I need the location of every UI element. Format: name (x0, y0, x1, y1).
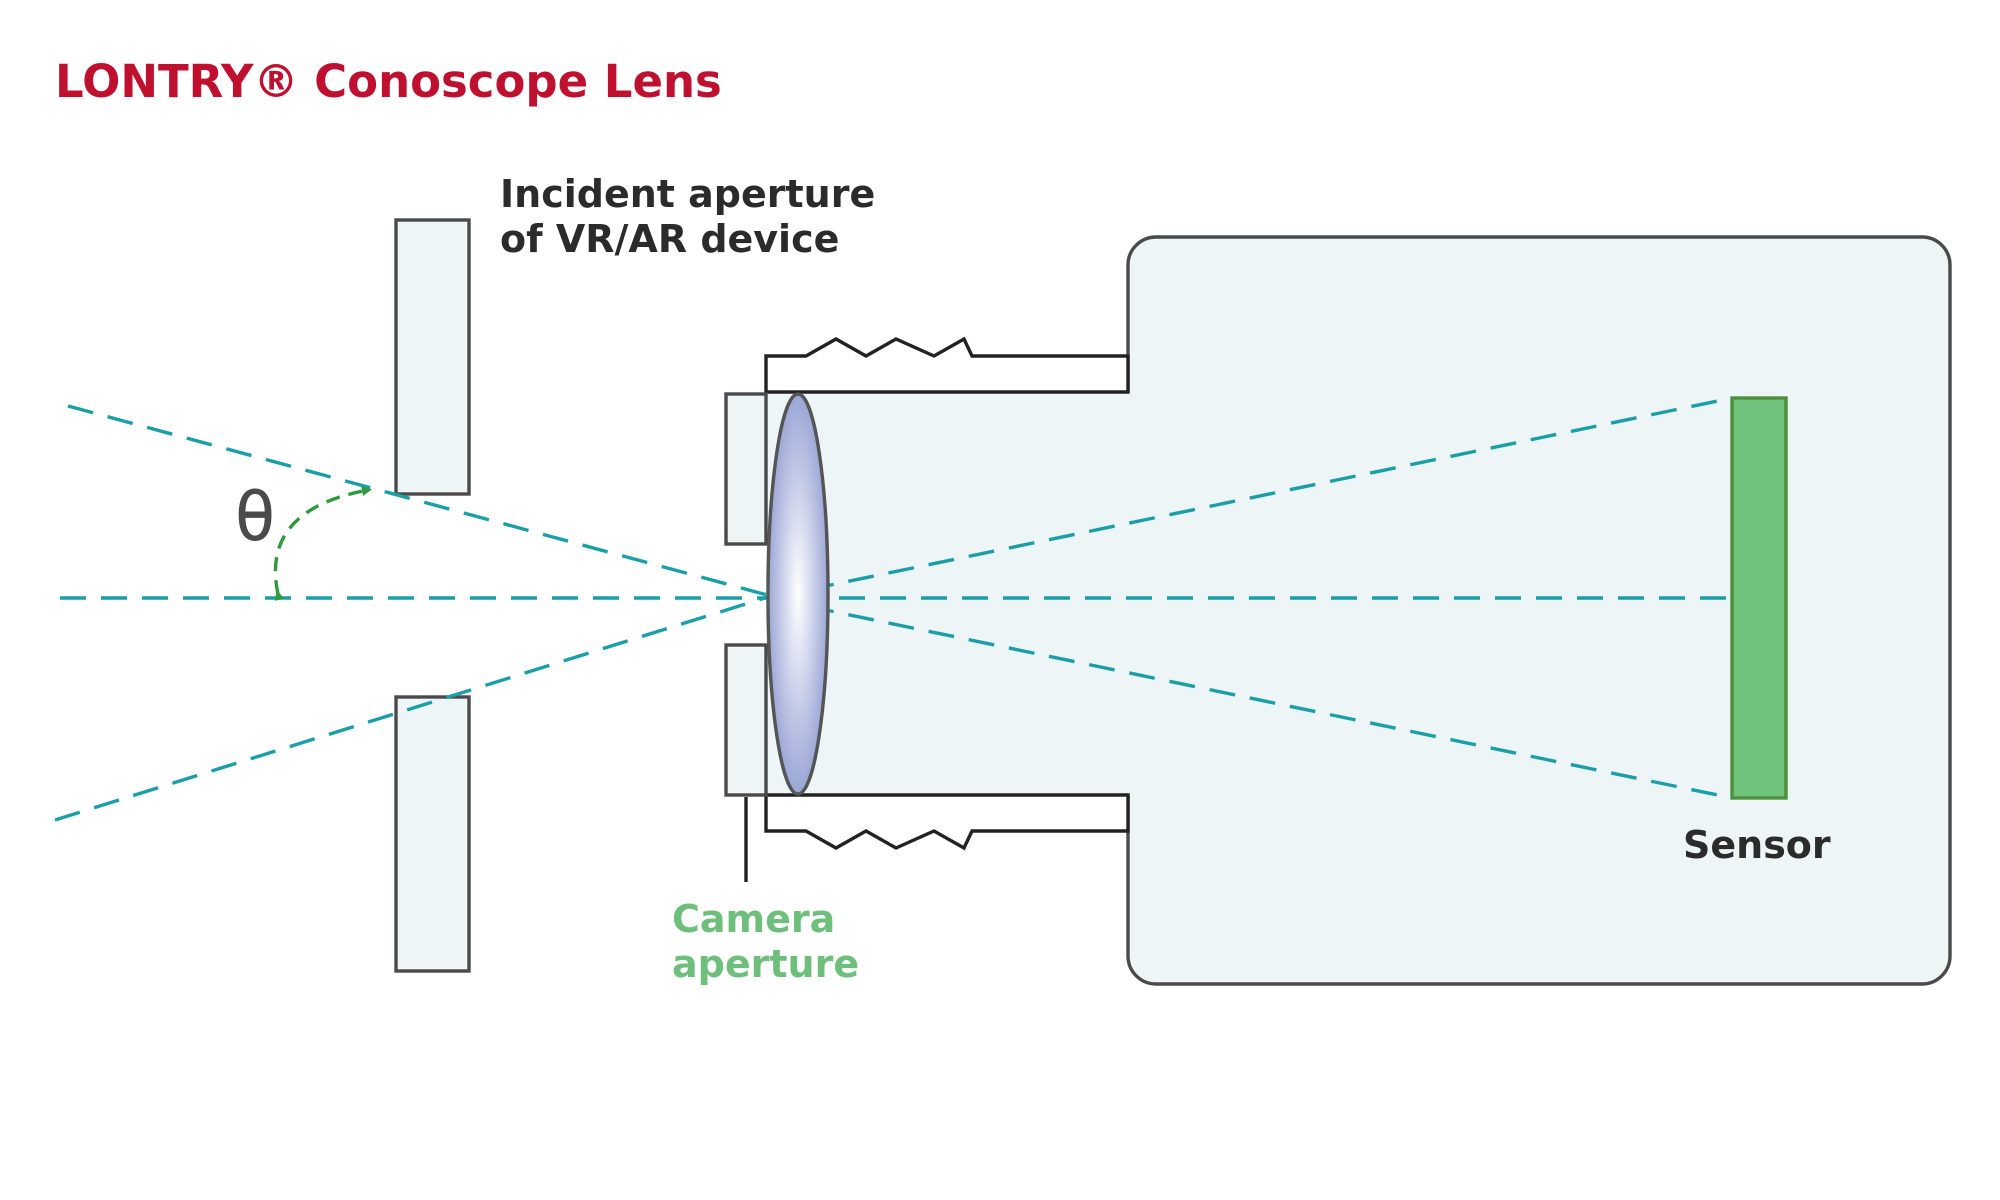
camera-aperture-label-line1: Camera (672, 897, 835, 941)
ray-upper-incoming (67, 404, 809, 608)
camera-aperture-plate-bottom (724, 643, 768, 797)
field-angle-arrow (273, 486, 372, 601)
incident-aperture-plate-top (394, 218, 471, 496)
sensor (1730, 396, 1788, 800)
camera-lens (766, 392, 830, 796)
angle-symbol-theta: θ (234, 475, 276, 557)
diagram-title: LONTRY® Conoscope Lens (55, 55, 722, 108)
camera-aperture-label-line2: aperture (672, 942, 859, 986)
camera-housing (1126, 235, 1952, 986)
lens-barrel-top-rail (764, 336, 1130, 394)
ray-lower-incoming (54, 595, 769, 822)
ray-to-sensor-top (767, 396, 1733, 600)
incident-aperture-label-line2: of VR/AR device (500, 217, 839, 261)
camera-aperture-plate-top (724, 392, 768, 546)
incident-aperture-label-line1: Incident aperture (500, 172, 875, 216)
ray-to-sensor-bottom (767, 596, 1733, 800)
sensor-label: Sensor (1683, 823, 1831, 867)
lens-barrel-bottom-rail (764, 793, 1130, 851)
incident-aperture-plate-bottom (394, 695, 471, 973)
